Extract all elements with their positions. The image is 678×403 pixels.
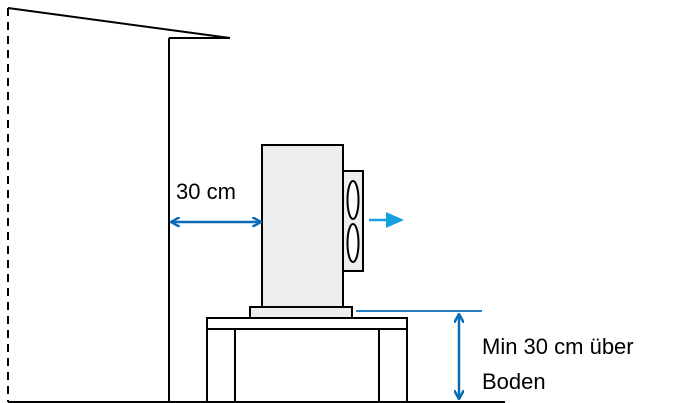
- stand-top: [206, 317, 408, 330]
- unit-base: [249, 306, 353, 319]
- stand-leg-left: [206, 328, 236, 403]
- heat-pump-unit: [249, 144, 364, 319]
- height-label-line2: Boden: [482, 369, 546, 394]
- twin-fan-blades-icon: [342, 170, 364, 272]
- unit-body: [261, 144, 344, 308]
- roof-line: [7, 7, 231, 39]
- wall-distance-label: 30 cm: [176, 179, 236, 204]
- stand-leg-right: [378, 328, 408, 403]
- height-label-line1: Min 30 cm über: [482, 334, 634, 359]
- arrow-right-icon: [369, 212, 404, 228]
- mounting-stand: [206, 317, 408, 403]
